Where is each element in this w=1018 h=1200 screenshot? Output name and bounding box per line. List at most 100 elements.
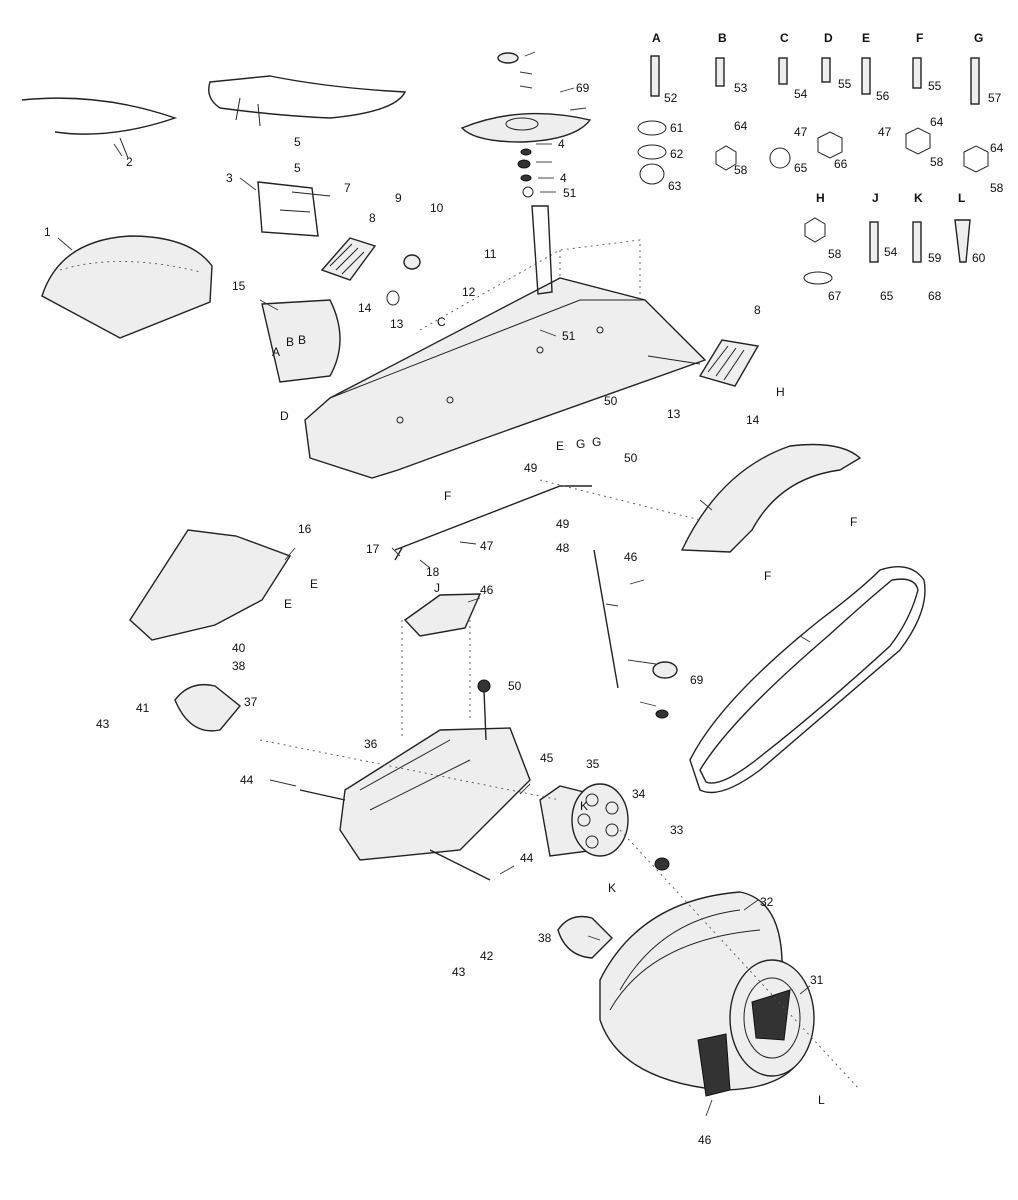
letter-F: F bbox=[850, 515, 857, 529]
part-1-hood bbox=[41, 235, 213, 339]
callout-49: 42 bbox=[480, 949, 494, 963]
part-8-pedal-right bbox=[647, 339, 760, 387]
callout-46: 38 bbox=[538, 931, 552, 945]
callout-42: 33 bbox=[670, 823, 684, 837]
hw-60: 60 bbox=[972, 251, 986, 265]
callout-14: 14 bbox=[358, 301, 372, 315]
callout-69: 46 bbox=[698, 1133, 712, 1147]
callout-44: 35 bbox=[586, 757, 600, 771]
hardware-col-J: J bbox=[872, 191, 879, 205]
callout-20: 47 bbox=[480, 539, 494, 553]
callout-19: 46 bbox=[480, 583, 494, 597]
callout-47: 38 bbox=[232, 659, 246, 673]
part-35-rear-fender bbox=[680, 443, 862, 553]
leader-lines bbox=[57, 51, 811, 1117]
letter-H: H bbox=[776, 385, 785, 399]
callout-51: 44 bbox=[520, 851, 534, 865]
hw-68: 68 bbox=[928, 289, 942, 303]
callout-27: 51 bbox=[563, 186, 577, 200]
callout-28: 4 bbox=[560, 171, 567, 185]
letter-G: G bbox=[592, 435, 601, 449]
callout-5: 5 bbox=[294, 135, 301, 149]
part-16-side-panel bbox=[129, 529, 292, 641]
part-27-steering-shaft bbox=[531, 205, 553, 295]
letter-D: D bbox=[280, 409, 289, 423]
hw-64: 64 bbox=[990, 141, 1004, 155]
callout-28: 69 bbox=[690, 673, 704, 687]
hardware-legend: A 52 61 62 63 B 53 64 58 C 54 47 65 D 55… bbox=[652, 31, 1004, 303]
hw-62: 62 bbox=[670, 147, 684, 161]
letter-B: B bbox=[298, 333, 306, 347]
part-45-transaxle bbox=[299, 679, 531, 881]
callout-43: 34 bbox=[632, 787, 646, 801]
callout-4: 45 bbox=[540, 751, 554, 765]
hardware-col-G: G bbox=[974, 31, 983, 45]
callout-26: 51 bbox=[562, 329, 576, 343]
hw-63: 63 bbox=[668, 179, 682, 193]
hw-55: 55 bbox=[928, 79, 942, 93]
callout-24: 50 bbox=[624, 451, 638, 465]
hw-67: 67 bbox=[828, 289, 842, 303]
hw-54: 54 bbox=[794, 87, 808, 101]
letter-references: A B B C D H E G G F F F E E J K K L bbox=[272, 315, 857, 1107]
hw-58: 58 bbox=[734, 163, 748, 177]
letter-L: L bbox=[818, 1093, 825, 1107]
hardware-col-D: D bbox=[824, 31, 833, 45]
callout-46: 37 bbox=[244, 695, 258, 709]
callout-23: 49 bbox=[524, 461, 538, 475]
part-37-belt bbox=[689, 566, 926, 794]
callout-21: 48 bbox=[556, 541, 570, 555]
letter-G: G bbox=[576, 437, 585, 451]
hardware-col-A: A bbox=[652, 31, 661, 45]
hw-65: 65 bbox=[880, 289, 894, 303]
callout-24: 50 bbox=[508, 679, 522, 693]
letter-C: C bbox=[437, 315, 446, 329]
part-3-seat-bracket bbox=[257, 181, 331, 237]
part-9-bushing bbox=[403, 254, 421, 270]
callout-26: 4 bbox=[558, 137, 565, 151]
part-25-frame bbox=[304, 239, 707, 479]
part-33-cap bbox=[497, 52, 519, 64]
callout-40: 31 bbox=[810, 973, 824, 987]
hw-59: 59 bbox=[928, 251, 942, 265]
hw-47: 47 bbox=[794, 125, 808, 139]
callout-3: 3 bbox=[226, 171, 233, 185]
callout-17: 17 bbox=[366, 542, 380, 556]
callout-10: 10 bbox=[430, 201, 444, 215]
hardware-col-H: H bbox=[816, 191, 825, 205]
part-40-wheel bbox=[729, 959, 815, 1077]
letter-E: E bbox=[284, 597, 292, 611]
letter-A: A bbox=[272, 345, 280, 359]
callout-18: 18 bbox=[426, 565, 440, 579]
hw-53: 53 bbox=[734, 81, 748, 95]
hw-52: 52 bbox=[664, 91, 678, 105]
callout-12: 12 bbox=[462, 285, 476, 299]
hw-58: 58 bbox=[930, 155, 944, 169]
callout-13: 13 bbox=[667, 407, 681, 421]
hw-65: 65 bbox=[794, 161, 808, 175]
letter-K: K bbox=[580, 799, 588, 813]
callout-2: 2 bbox=[126, 155, 133, 169]
callout-14: 14 bbox=[746, 413, 760, 427]
hardware-col-K: K bbox=[914, 191, 923, 205]
alignment-lines bbox=[259, 250, 861, 1091]
hardware-col-L: L bbox=[958, 191, 965, 205]
hardware-col-E: E bbox=[862, 31, 870, 45]
letter-E: E bbox=[556, 439, 564, 453]
letter-E: E bbox=[310, 577, 318, 591]
hw-57: 57 bbox=[988, 91, 1002, 105]
callout-1: 1 bbox=[44, 225, 51, 239]
callout-7: 7 bbox=[344, 181, 351, 195]
callout-22: 49 bbox=[556, 517, 570, 531]
callout-28: 69 bbox=[576, 81, 590, 95]
part-30-steering-wheel bbox=[460, 112, 592, 143]
callout-16: 16 bbox=[298, 522, 312, 536]
part-callouts: 69 4 4 51 51 50 2 5 1 3 5 7 8 9 10 11 12… bbox=[44, 81, 824, 1147]
callout-50: 43 bbox=[96, 717, 110, 731]
letter-J: J bbox=[434, 581, 440, 595]
callout-9: 9 bbox=[395, 191, 402, 205]
hw-58: 58 bbox=[828, 247, 842, 261]
part-15-bracket bbox=[261, 299, 341, 383]
part-43-pulley bbox=[539, 783, 629, 857]
